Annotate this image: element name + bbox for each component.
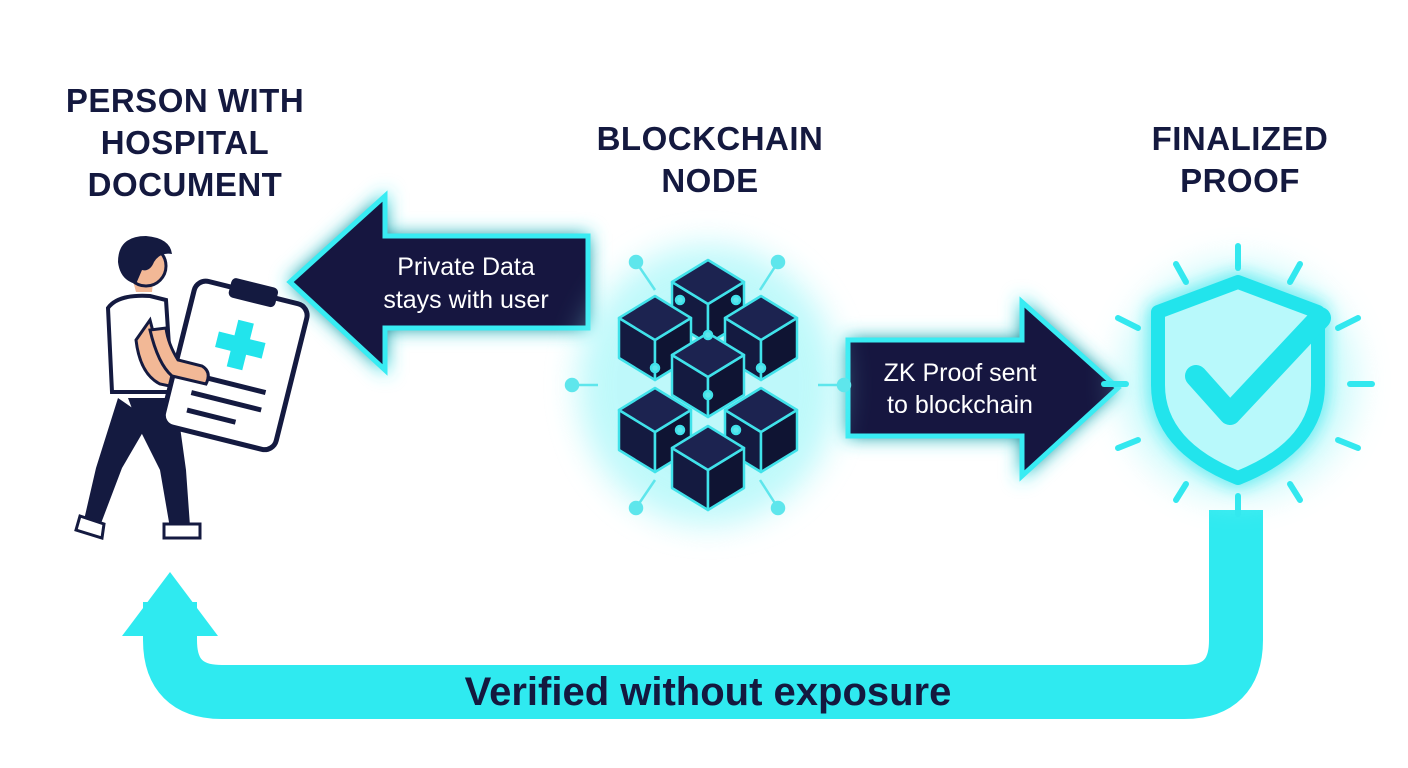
zk-proof-line2: to blockchain	[887, 391, 1033, 419]
zk-proof-line1: ZK Proof sent	[884, 359, 1037, 387]
node-dot	[755, 362, 767, 374]
return-arrowhead	[122, 572, 218, 636]
person-heading: PERSON WITH HOSPITAL DOCUMENT	[65, 82, 305, 203]
node-dot	[674, 294, 686, 306]
node-dot	[702, 329, 714, 341]
block-cube	[723, 386, 799, 474]
zk-proof-arrow: ZK Proof sent to blockchain	[845, 296, 1122, 482]
private-data-arrow: Private Data stays with user	[286, 190, 591, 376]
return-loop-label: Verified without exposure	[465, 670, 952, 714]
block-cube	[670, 424, 746, 512]
private-data-line2: stays with user	[383, 286, 548, 314]
blockchain-heading: BLOCKCHAIN NODE	[596, 120, 824, 199]
proof-heading: FINALIZED PROOF	[1151, 120, 1329, 199]
shield-icon	[1151, 275, 1325, 485]
node-dot	[702, 389, 714, 401]
clipboard-icon	[160, 278, 310, 453]
node-dot	[730, 424, 742, 436]
finalized-proof-icon	[1101, 243, 1375, 517]
node-dot	[730, 294, 742, 306]
checkmark-icon	[1185, 307, 1331, 425]
node-dot	[649, 362, 661, 374]
block-cube	[723, 294, 799, 382]
person-with-document-icon	[74, 236, 310, 540]
block-cube	[670, 331, 746, 419]
block-cube	[617, 294, 693, 382]
return-loop-arrow: Verified without exposure	[122, 510, 1263, 719]
block-cube	[617, 386, 693, 474]
private-data-line1: Private Data	[397, 253, 535, 281]
node-dot	[674, 424, 686, 436]
burst-rays	[1101, 243, 1375, 517]
blockchain-node-icon	[564, 245, 852, 525]
